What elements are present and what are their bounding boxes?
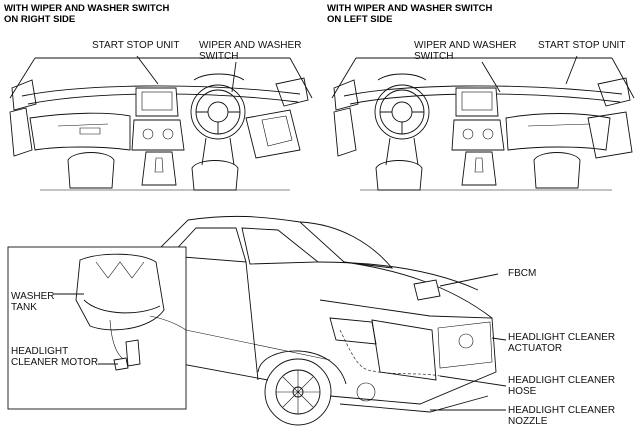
label-headlight-cleaner-nozzle: HEADLIGHT CLEANER NOZZLE bbox=[508, 405, 616, 427]
label-lhd-start-stop-unit: START STOP UNIT bbox=[538, 40, 626, 51]
label-washer-tank: WASHER TANK bbox=[11, 291, 55, 313]
label-rhd-wiper-washer-switch: WIPER AND WASHER SWITCH bbox=[199, 40, 302, 62]
washer-tank-inset bbox=[7, 246, 187, 410]
heading-left-side: WITH WIPER AND WASHER SWITCH ON LEFT SID… bbox=[327, 3, 493, 25]
label-lhd-wiper-washer-switch: WIPER AND WASHER SWITCH bbox=[414, 40, 517, 62]
label-headlight-cleaner-motor: HEADLIGHT CLEANER MOTOR bbox=[11, 346, 99, 368]
label-headlight-cleaner-actuator: HEADLIGHT CLEANER ACTUATOR bbox=[508, 332, 616, 354]
dashboard-rhd-illustration bbox=[9, 57, 313, 191]
label-headlight-cleaner-hose: HEADLIGHT CLEANER HOSE bbox=[508, 375, 616, 397]
heading-right-side: WITH WIPER AND WASHER SWITCH ON RIGHT SI… bbox=[4, 3, 170, 25]
dashboard-lhd-illustration bbox=[331, 57, 635, 191]
label-rhd-start-stop-unit: START STOP UNIT bbox=[92, 40, 180, 51]
label-fbcm: FBCM bbox=[508, 268, 537, 279]
vehicle-illustration bbox=[149, 215, 497, 426]
leader-lines bbox=[54, 55, 578, 411]
